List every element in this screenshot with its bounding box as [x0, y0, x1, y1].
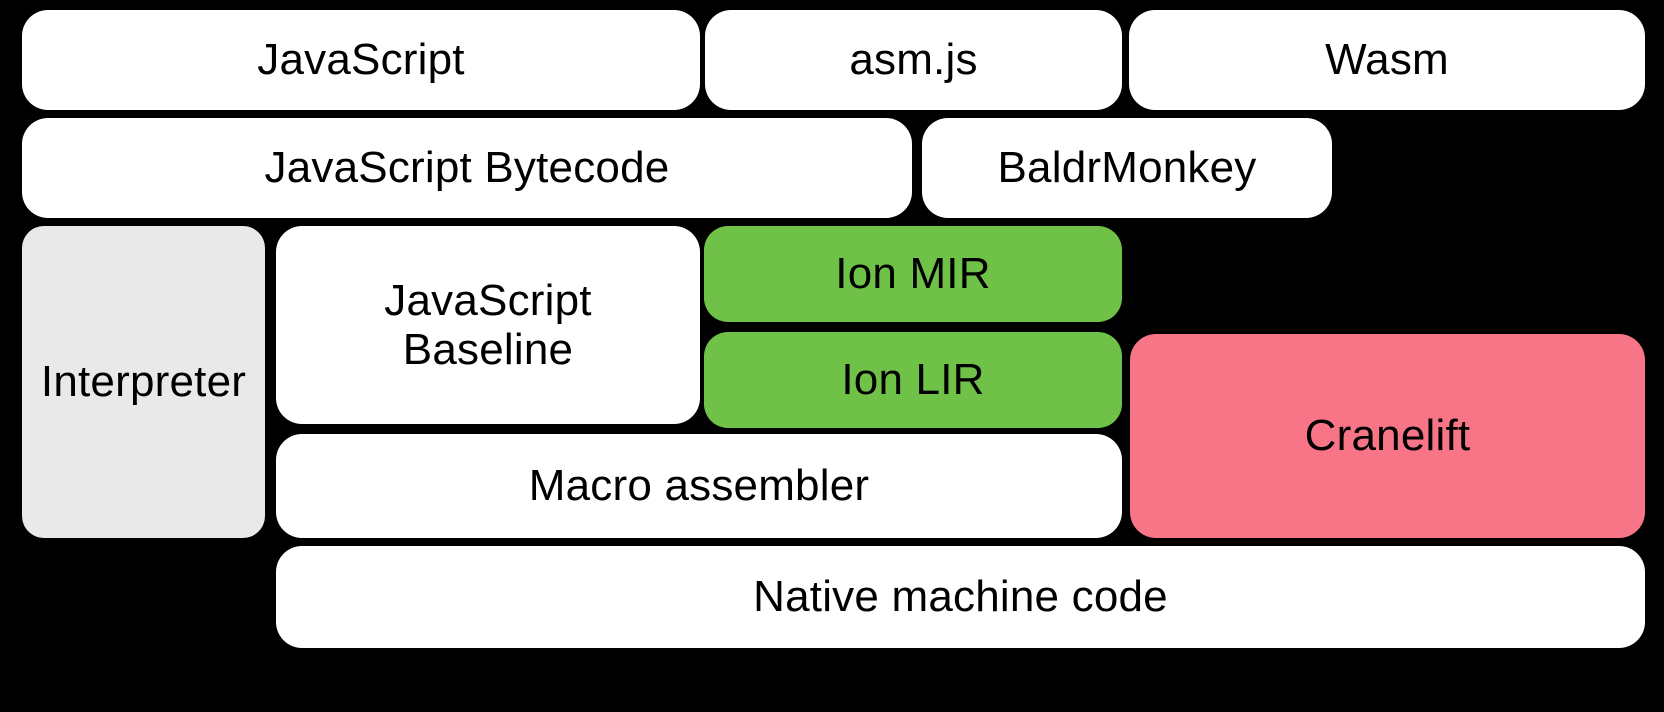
node-asm-js[interactable]: asm.js [705, 10, 1122, 110]
node-interpreter[interactable]: Interpreter [22, 226, 265, 538]
node-cranelift[interactable]: Cranelift [1130, 334, 1645, 538]
node-javascript[interactable]: JavaScript [22, 10, 700, 110]
node-ion-mir[interactable]: Ion MIR [704, 226, 1122, 322]
node-javascript-bytecode[interactable]: JavaScript Bytecode [22, 118, 912, 218]
node-wasm[interactable]: Wasm [1129, 10, 1645, 110]
node-ion-lir[interactable]: Ion LIR [704, 332, 1122, 428]
node-macro-assembler[interactable]: Macro assembler [276, 434, 1122, 538]
node-javascript-baseline[interactable]: JavaScript Baseline [276, 226, 700, 424]
node-native-machine-code[interactable]: Native machine code [276, 546, 1645, 648]
node-baldrmonkey[interactable]: BaldrMonkey [922, 118, 1332, 218]
